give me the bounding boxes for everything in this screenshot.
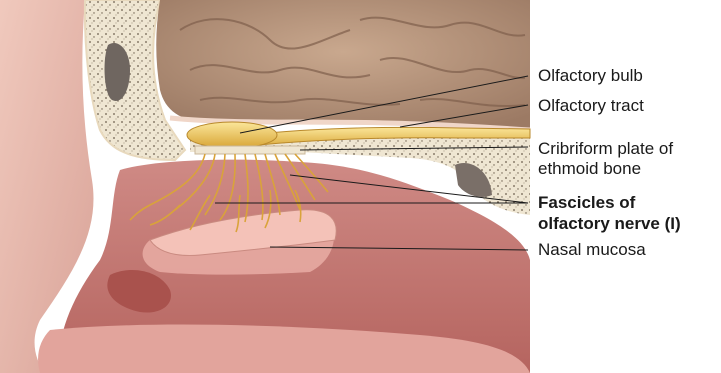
label-nasal-mucosa: Nasal mucosa — [538, 240, 646, 259]
cribriform-plate — [195, 146, 305, 154]
label-fascicles-line2: olfactory nerve (I) — [538, 214, 681, 233]
label-cribriform-line1: Cribriform plate of — [538, 139, 673, 158]
olfactory-bulb — [187, 122, 277, 148]
label-cribriform-line2: ethmoid bone — [538, 159, 641, 178]
label-olfactory-tract: Olfactory tract — [538, 96, 644, 115]
label-fascicles-line1: Fascicles of — [538, 193, 635, 212]
label-olfactory-bulb: Olfactory bulb — [538, 66, 643, 85]
